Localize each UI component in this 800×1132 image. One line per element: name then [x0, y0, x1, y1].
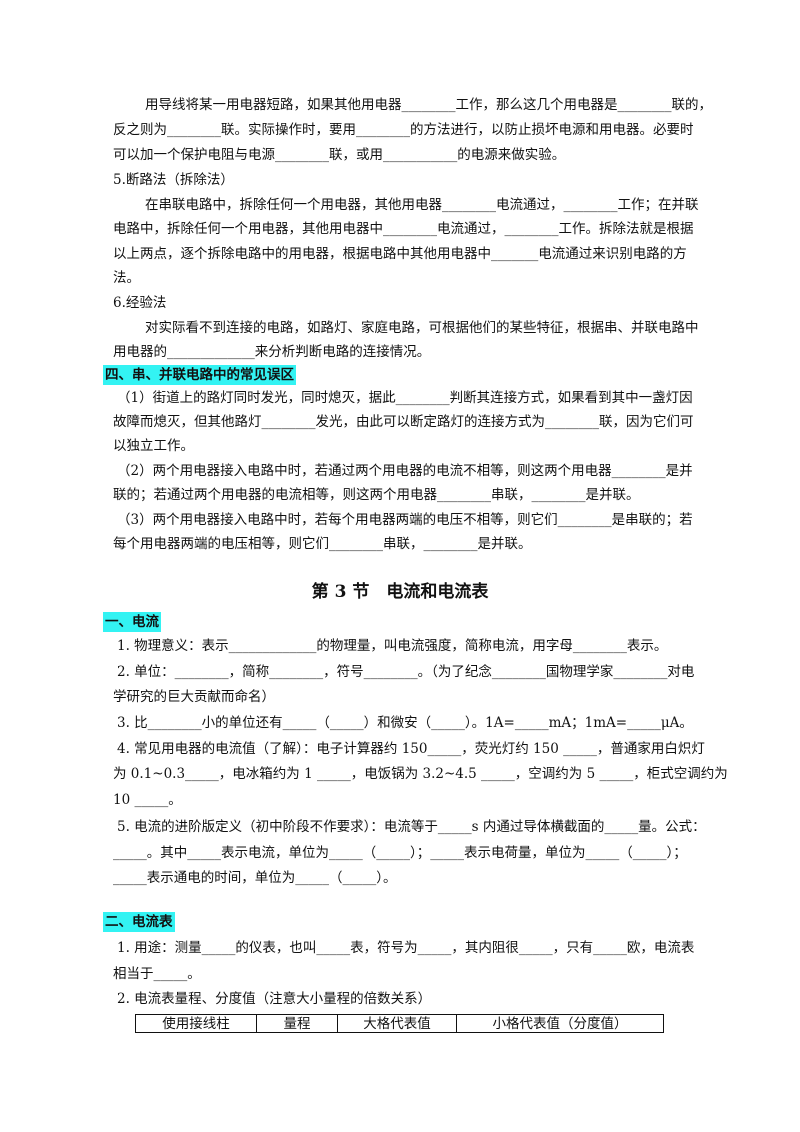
list-item: 1. 物理意义：表示_____________的物理量，叫电流强度，简称电流，用…: [117, 638, 668, 654]
subsection-title: 5.断路法（拆除法）: [113, 172, 234, 188]
list-item: 2. 电流表量程、分度值（注意大小量程的倍数关系）: [117, 991, 432, 1007]
table-header-cell: 量程: [256, 1014, 338, 1033]
list-item: 相当于_____。: [113, 966, 201, 982]
heading-current: 一、电流: [103, 612, 161, 632]
list-item: 故障而熄灭，但其他路灯________发光，由此可以断定路灯的连接方式为____…: [113, 414, 694, 430]
paragraph-line: 用电器的_____________来分析判断电路的连接情况。: [113, 344, 431, 360]
paragraph-line: 用导线将某一用电器短路，如果其他用电器________工作，那么这几个用电器是_…: [145, 97, 712, 113]
paragraph-line: 法。: [113, 270, 140, 286]
list-item: 每个用电器两端的电压相等，则它们________串联，________是并联。: [113, 536, 532, 552]
list-item: 2. 单位：________，简称________，符号________。（为了…: [117, 664, 695, 680]
paragraph-line: 以上两点，逐个拆除电路中的用电器，根据电路中其他用电器中_______电流通过来…: [113, 246, 687, 262]
heading-ammeter: 二、电流表: [103, 912, 175, 932]
list-item: 以独立工作。: [113, 438, 194, 454]
heading-misconceptions: 四、串、并联电路中的常见误区: [103, 365, 296, 385]
table-header-cell: 大格代表值: [337, 1014, 457, 1033]
list-item: （1）街道上的路灯同时发光，同时熄灭，据此________判断其连接方式，如果看…: [117, 390, 693, 406]
list-item: （2）两个用电器接入电路中时，若通过两个用电器的电流不相等，则这两个用电器___…: [117, 463, 693, 479]
paragraph-line: 对实际看不到连接的电路，如路灯、家庭电路，可根据他们的某些特征，根据串、并联电路…: [145, 320, 699, 336]
list-item: 10 _____。: [113, 792, 182, 808]
paragraph-line: 反之则为________联。实际操作时，要用________的方法进行，以防止损…: [113, 122, 694, 138]
list-item: 3. 比________小的单位还有_____（_____）和微安（_____）…: [117, 715, 693, 731]
ammeter-range-table: 使用接线柱 量程 大格代表值 小格代表值（分度值）: [135, 1014, 664, 1033]
list-item: 5. 电流的进阶版定义（初中阶段不作要求）：电流等于_____s 内通过导体横截…: [117, 819, 706, 835]
table-header-cell: 小格代表值（分度值）: [456, 1014, 664, 1033]
list-item: （3）两个用电器接入电路中时，若每个用电器两端的电压不相等，则它们_______…: [117, 512, 693, 528]
table-header-row: 使用接线柱 量程 大格代表值 小格代表值（分度值）: [135, 1014, 664, 1033]
paragraph-line: 可以加一个保护电阻与电源________联，或用___________的电源来做…: [113, 147, 566, 163]
list-item: _____表示通电的时间，单位为_____（_____）。: [113, 870, 397, 886]
list-item: 联的；若通过两个用电器的电流相等，则这两个用电器________串联，_____…: [113, 487, 640, 503]
paragraph-line: 在串联电路中，拆除任何一个用电器，其他用电器________电流通过，_____…: [145, 197, 699, 213]
list-item: _____。其中_____表示电流，单位为_____（_____）；_____表…: [113, 845, 687, 861]
section-title: 第 3 节 电流和电流表: [311, 582, 489, 602]
list-item: 1. 用途：测量_____的仪表，也叫_____表，符号为_____，其内阻很_…: [117, 940, 695, 956]
subsection-title: 6.经验法: [113, 295, 167, 311]
list-item: 4. 常见用电器的电流值（了解）：电子计算器约 150_____，荧光灯约 15…: [117, 741, 705, 757]
paragraph-line: 电路中，拆除任何一个用电器，其他用电器中________电流通过，_______…: [113, 221, 694, 237]
list-item: 学研究的巨大贡献而命名）: [113, 689, 275, 705]
list-item: 为 0.1~0.3_____，电冰箱约为 1 _____，电饭锅为 3.2~4.…: [113, 766, 728, 782]
table-header-cell: 使用接线柱: [135, 1014, 257, 1033]
